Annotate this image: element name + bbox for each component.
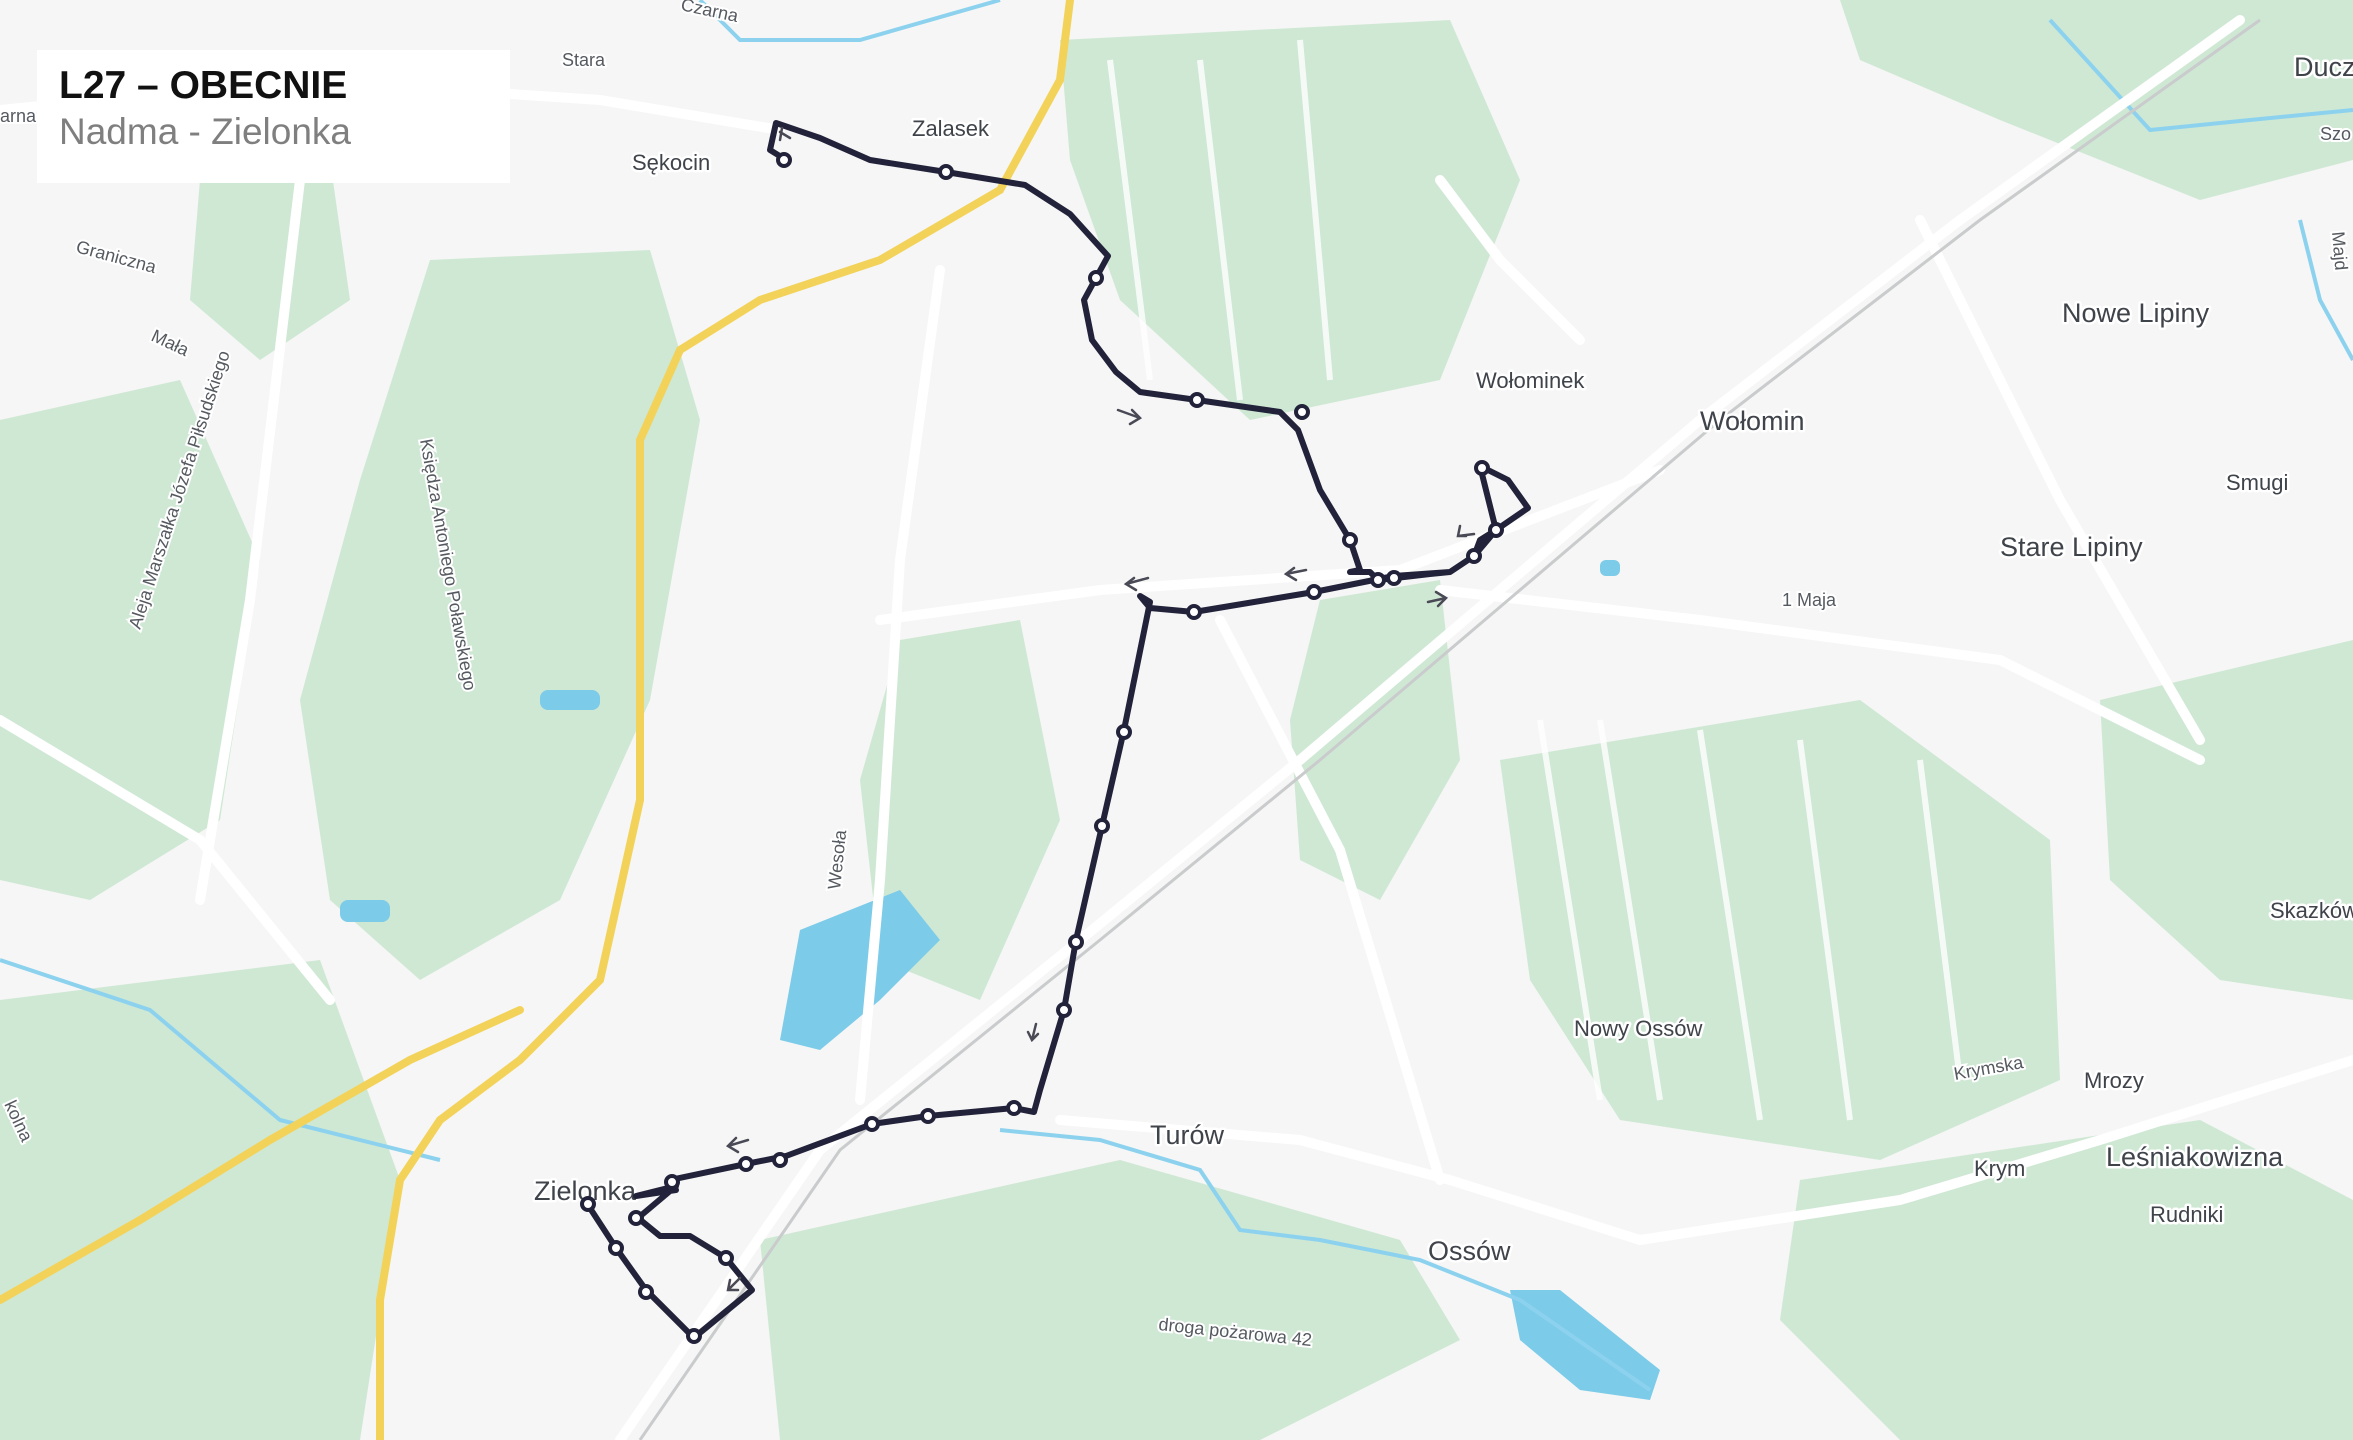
route-endpoints: Nadma - Zielonka bbox=[59, 110, 352, 152]
place-label-krym: Krym bbox=[1974, 1156, 2025, 1181]
place-label-wolomin: Wołomin bbox=[1700, 406, 1805, 436]
bus-stop bbox=[938, 164, 954, 180]
field-lines bbox=[1107, 39, 1963, 1121]
street-label: Czarna bbox=[679, 0, 741, 26]
bus-stops bbox=[580, 152, 1504, 1344]
bus-stop bbox=[1116, 724, 1132, 740]
bus-stop bbox=[1186, 604, 1202, 620]
bus-stop bbox=[628, 1210, 644, 1226]
bus-stop bbox=[580, 1196, 596, 1212]
place-label-wolominek: Wołominek bbox=[1476, 368, 1585, 393]
bus-stop bbox=[864, 1116, 880, 1132]
bus-stop bbox=[776, 152, 792, 168]
bus-stop bbox=[1466, 548, 1482, 564]
bus-stop bbox=[738, 1156, 754, 1172]
bus-stop bbox=[1370, 572, 1386, 588]
bus-stop bbox=[1006, 1100, 1022, 1116]
route-title-card: L27 – OBECNIE Nadma - Zielonka bbox=[37, 50, 510, 183]
place-label-stare-lipiny: Stare Lipiny bbox=[2000, 532, 2143, 562]
place-label-skazkow: Skazków bbox=[2270, 898, 2353, 923]
place-label-sekocin: Sękocin bbox=[632, 150, 710, 175]
bus-stop bbox=[1094, 818, 1110, 834]
place-label-zalasek: Zalasek bbox=[912, 116, 990, 141]
bus-stop bbox=[772, 1152, 788, 1168]
bus-stop bbox=[1068, 934, 1084, 950]
bus-stop bbox=[608, 1240, 624, 1256]
bus-stop bbox=[638, 1284, 654, 1300]
place-label-rudniki: Rudniki bbox=[2150, 1202, 2223, 1227]
place-label-ducz: Ducz bbox=[2294, 52, 2353, 82]
bus-stop bbox=[1189, 392, 1205, 408]
bus-stop bbox=[920, 1108, 936, 1124]
street-label: Stara bbox=[562, 50, 606, 70]
bus-stop bbox=[1474, 460, 1490, 476]
place-label-smugi: Smugi bbox=[2226, 470, 2288, 495]
place-label-nowy-ossow: Nowy Ossów bbox=[1574, 1016, 1702, 1041]
road-network bbox=[0, 15, 2353, 1440]
bus-stop bbox=[1488, 522, 1504, 538]
expressway bbox=[0, 0, 1074, 1440]
place-label-ossow: Ossów bbox=[1428, 1236, 1511, 1266]
place-label-nowe-lipiny: Nowe Lipiny bbox=[2062, 298, 2210, 328]
place-label-mrozy: Mrozy bbox=[2084, 1068, 2144, 1093]
bus-stop bbox=[1088, 270, 1104, 286]
street-label: 1 Maja bbox=[1782, 590, 1837, 610]
bus-stop bbox=[686, 1328, 702, 1344]
street-label: Szo bbox=[2320, 124, 2351, 144]
bus-stop bbox=[664, 1174, 680, 1190]
direction-arrows bbox=[725, 126, 1476, 1292]
bus-stop bbox=[718, 1250, 734, 1266]
place-labels: Zalasek Sękocin Wołominek Wołomin Nowe L… bbox=[532, 50, 2353, 1269]
bus-stop bbox=[1306, 584, 1322, 600]
place-label-lesniakowizna: Leśniakowizna bbox=[2106, 1142, 2284, 1172]
place-label-turow: Turów bbox=[1150, 1120, 1225, 1150]
street-label: Majd bbox=[2328, 231, 2351, 272]
route-name: L27 – OBECNIE bbox=[59, 64, 348, 107]
bus-stop bbox=[1056, 1002, 1072, 1018]
bus-stop bbox=[1342, 532, 1358, 548]
railway bbox=[638, 18, 2261, 1440]
bus-stop bbox=[1294, 404, 1310, 420]
bus-stop bbox=[1386, 570, 1402, 586]
street-label: arna bbox=[0, 106, 37, 126]
rivers bbox=[0, 0, 2353, 1392]
